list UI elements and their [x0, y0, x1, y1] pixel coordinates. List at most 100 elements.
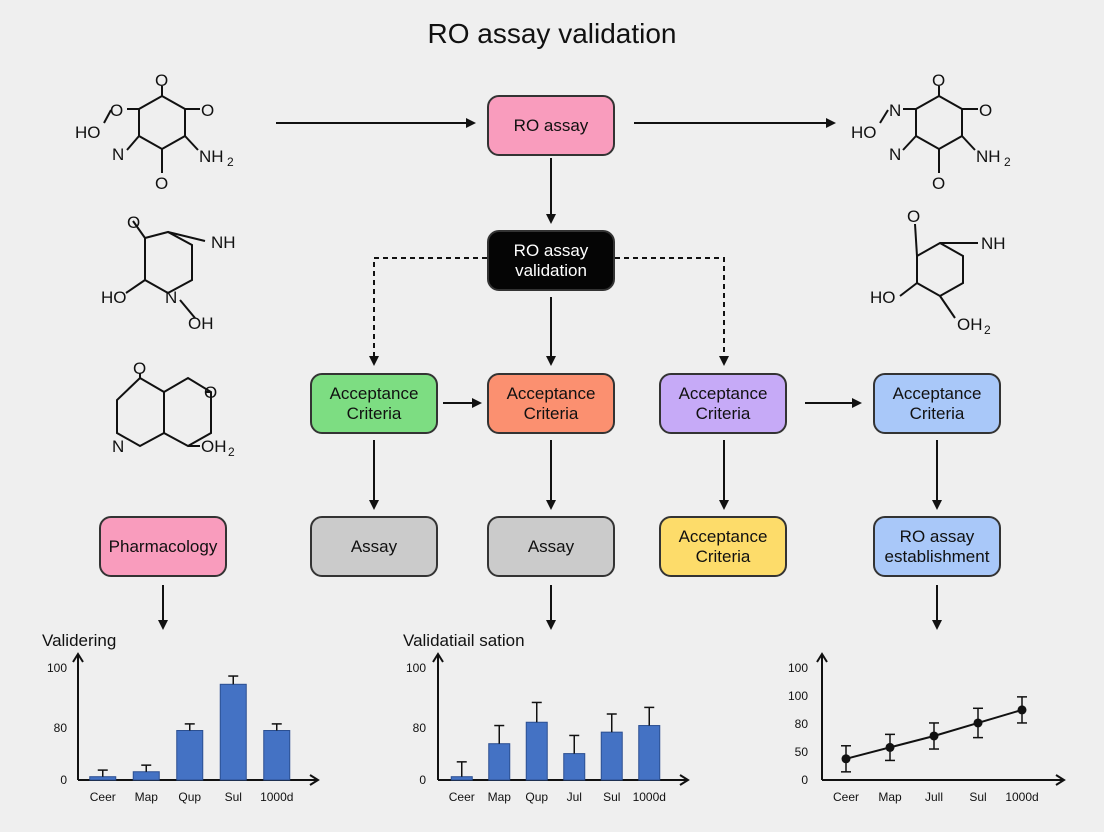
chart-2-error-bar	[494, 724, 505, 744]
m4-o-top: O	[932, 71, 945, 90]
criteria-green-line2: Criteria	[346, 403, 402, 423]
chart-2-title: Validatiail sation	[403, 631, 525, 650]
chart-1-category-label: Qup	[178, 790, 201, 804]
chart-3-data-point	[885, 742, 895, 752]
m4-nh: NH	[976, 147, 1001, 166]
molecule-3-structure	[116, 373, 212, 448]
criteria-blue-line2: Criteria	[909, 403, 965, 423]
pharmacology-label: Pharmacology	[108, 536, 218, 556]
chart-3-data-point	[973, 718, 983, 728]
validation-label-line2: validation	[515, 260, 587, 280]
criteria-box-yellow: Acceptance Criteria	[659, 516, 787, 577]
ro-assay-box: RO assay	[487, 95, 615, 156]
chart-2-category-label: Sul	[603, 790, 620, 804]
chart-2-category-label: Ceer	[449, 790, 475, 804]
m3-oh-sub: 2	[228, 445, 235, 459]
m2-o: O	[127, 213, 140, 232]
establishment-box: RO assay establishment	[873, 516, 1001, 577]
chart-3-category-label: Map	[878, 790, 902, 804]
m3-n: N	[112, 437, 124, 456]
chart-1-error-bar	[97, 769, 108, 777]
criteria-box-purple: Acceptance Criteria	[659, 373, 787, 434]
chart-2-category-label: Qup	[525, 790, 548, 804]
chart-2-ytick-label: 100	[406, 661, 426, 675]
chart-1-ytick-label: 0	[60, 773, 67, 787]
dashed-to-purple	[615, 257, 729, 366]
criteria-box-orange: Acceptance Criteria	[487, 373, 615, 434]
ro-assay-label: RO assay	[513, 115, 589, 135]
molecule-5-structure	[899, 223, 978, 319]
criteria-purple-line1: Acceptance	[678, 383, 768, 403]
criteria-orange-line1: Acceptance	[506, 383, 596, 403]
chart-3-ytick-label: 0	[801, 773, 808, 787]
chart-1-category-label: 1000d	[260, 790, 293, 804]
m2-n: N	[165, 288, 177, 307]
chart-2-error-bar	[531, 701, 542, 723]
assay-label-2: Assay	[527, 536, 575, 556]
chart-2-category-label: Map	[488, 790, 512, 804]
m2-nh: NH	[211, 233, 236, 252]
chart-3-category-label: Ceer	[833, 790, 859, 804]
criteria-yellow-line2: Criteria	[695, 546, 751, 566]
m2-oh: OH	[188, 314, 214, 333]
criteria-blue-line1: Acceptance	[892, 383, 982, 403]
m4-ho: HO	[851, 123, 877, 142]
chart-3-category-label: Sul	[969, 790, 986, 804]
m2-ho: HO	[101, 288, 127, 307]
m3-o-top: O	[133, 359, 146, 378]
m4-o-bottom: O	[932, 174, 945, 193]
criteria-orange-line2: Criteria	[523, 403, 579, 423]
establishment-line1: RO assay	[899, 526, 975, 546]
chart-3-ytick-label: 80	[795, 717, 809, 731]
chart-3-ytick-label: 50	[795, 745, 809, 759]
chart-2-error-bar	[644, 706, 655, 726]
m5-oh-sub: 2	[984, 323, 991, 337]
chart-1-title: Validering	[42, 631, 117, 650]
chart-1-ytick-label: 80	[54, 721, 68, 735]
m3-oh: OH	[201, 437, 227, 456]
assay-box-2: Assay	[487, 516, 615, 577]
criteria-box-blue: Acceptance Criteria	[873, 373, 1001, 434]
chart-1-bar	[219, 683, 247, 781]
m4-n-top: N	[889, 101, 901, 120]
m5-oh: OH	[957, 315, 983, 334]
chart-3-ytick-label: 100	[788, 661, 808, 675]
molecule-2-structure	[125, 220, 206, 319]
chart-3-category-label: 1000d	[1005, 790, 1038, 804]
chart-2-ytick-label: 80	[413, 721, 427, 735]
chart-3-ytick-label: 100	[788, 689, 808, 703]
chart-1-error-bar	[184, 723, 195, 731]
m1-ho: HO	[75, 123, 101, 142]
m5-nh: NH	[981, 234, 1006, 253]
m4-nh-sub: 2	[1004, 155, 1011, 169]
assay-box-1: Assay	[310, 516, 438, 577]
m1-o-top: O	[155, 71, 168, 90]
m5-o: O	[907, 207, 920, 226]
chart-2-error-bar	[606, 713, 617, 733]
molecule-1-structure	[103, 86, 200, 173]
chart-2-ytick-label: 0	[419, 773, 426, 787]
chart-2-error-bar	[456, 761, 467, 777]
chart-2-category-label: Jul	[567, 790, 582, 804]
criteria-yellow-line1: Acceptance	[678, 526, 768, 546]
chart-3-data-point	[929, 731, 939, 741]
chart-1-category-label: Sul	[225, 790, 242, 804]
m1-nh-sub: 2	[227, 155, 234, 169]
m1-n: N	[112, 145, 124, 164]
chart-1-category-label: Ceer	[90, 790, 116, 804]
chart-1-error-bar	[228, 675, 239, 685]
criteria-purple-line2: Criteria	[695, 403, 751, 423]
m4-n-bottom: N	[889, 145, 901, 164]
dashed-to-green	[369, 257, 487, 366]
criteria-green-line1: Acceptance	[329, 383, 419, 403]
m3-o-right: O	[204, 383, 217, 402]
establishment-line2: establishment	[884, 546, 990, 566]
m1-o-ring: O	[110, 101, 123, 120]
m1-o-right: O	[201, 101, 214, 120]
chart-3-data-point	[841, 754, 851, 764]
chart-3-axes	[816, 652, 1066, 786]
validation-box: RO assay validation	[487, 230, 615, 291]
